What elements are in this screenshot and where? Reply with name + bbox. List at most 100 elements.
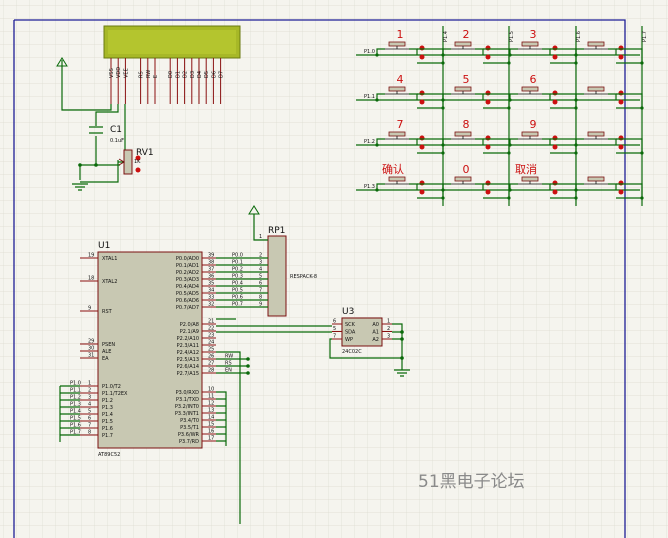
mcu-pin-label: P3.4/T0 — [180, 418, 199, 424]
lcd-pin-label: RW — [146, 70, 152, 78]
rp-pin-number: 8 — [259, 295, 262, 301]
eeprom-pin-number: 3 — [387, 334, 390, 340]
rp-pin-number: 7 — [259, 288, 262, 294]
mcu-pin-label: P1.4 — [102, 412, 113, 418]
mcu-pin-label: P2.2/A10 — [177, 336, 199, 342]
lcd-pin-label: D0 — [168, 71, 174, 78]
mcu-p1-nets: P1.0P1.1P1.2P1.3P1.4P1.5P1.6P1.7 — [59, 381, 81, 442]
mcu-pin-number: 11 — [208, 394, 214, 400]
keypad-key-terminal — [419, 45, 425, 51]
keypad-key-terminal — [485, 99, 491, 105]
eeprom-pin-number: 1 — [387, 319, 390, 325]
capacitor-c1[interactable]: C1 0.1uF — [89, 125, 124, 144]
lcd-pin-label: E — [153, 75, 159, 78]
mcu-ref: U1 — [98, 241, 110, 251]
mcu-pin-number: 19 — [88, 253, 94, 259]
keypad-key[interactable]: 6 — [508, 73, 578, 110]
keypad-key[interactable] — [574, 41, 644, 65]
eeprom-wiring — [216, 323, 410, 377]
keypad-key-terminal — [419, 144, 425, 150]
keypad-key[interactable] — [574, 86, 644, 110]
keypad-key-terminal — [618, 45, 624, 51]
keypad-key[interactable]: 取消 — [508, 162, 578, 200]
keypad-key-terminal — [485, 90, 491, 96]
keypad-key-label: 2 — [463, 28, 470, 41]
mcu-pin-label: P2.4/A12 — [177, 350, 199, 356]
keypad-key-label: 8 — [463, 118, 470, 131]
mcu-pin-number: 22 — [208, 326, 214, 332]
keypad-key[interactable] — [574, 131, 644, 155]
keypad-key-terminal — [618, 180, 624, 186]
rp-pin-number: 4 — [259, 267, 262, 273]
keypad-key-label: 确认 — [382, 163, 404, 176]
mcu-pin-label: P1.7 — [102, 433, 113, 439]
p0-net-label: P0.7 — [232, 302, 243, 308]
keypad-key[interactable]: 3 — [508, 28, 578, 65]
keypad-key-terminal — [618, 99, 624, 105]
keypad-key-terminal — [552, 45, 558, 51]
eeprom-pin-label: SCK — [345, 322, 356, 328]
mcu-pin-label: P1.2 — [102, 398, 113, 404]
p2-net-label: RW — [225, 354, 233, 360]
pot-ref: RV1 — [136, 148, 154, 158]
keypad-key-terminal — [552, 54, 558, 60]
rp-pin-number: 9 — [259, 302, 262, 308]
mcu-u1[interactable]: U1 AT89C52 — [97, 241, 203, 458]
keypad-key-label: 9 — [530, 118, 537, 131]
keypad-key-terminal — [552, 135, 558, 141]
mcu-pin-label: P2.0/A8 — [180, 322, 199, 328]
keypad-key[interactable]: 0 — [441, 163, 511, 200]
keypad-key-label: 7 — [397, 118, 404, 131]
mcu-pin-label: P3.1/TXD — [176, 397, 199, 403]
mcu-pin-number: 35 — [208, 281, 214, 287]
potentiometer-rv1[interactable]: RV1 1K — [118, 148, 154, 175]
keypad-key-label: 1 — [397, 28, 404, 41]
keypad-key-terminal — [419, 189, 425, 195]
p2-vertical-wire — [216, 318, 241, 524]
mcu-pin-number: 24 — [208, 340, 214, 346]
mcu-pin-label: P1.1/T2EX — [102, 391, 128, 397]
eeprom-u3[interactable]: U3 24C02C — [341, 307, 383, 355]
keypad-key[interactable] — [574, 176, 644, 200]
mcu-pin-label: P2.5/A13 — [177, 357, 199, 363]
p1-net-label: P1.1 — [70, 388, 81, 394]
p0-net-label: P0.2 — [232, 267, 243, 273]
keypad-key-label: 3 — [530, 28, 537, 41]
mcu-pin-number: 30 — [88, 346, 94, 352]
mcu-pin-label: P2.7/A15 — [177, 371, 199, 377]
p2-net-dot — [246, 357, 250, 361]
p2-net-dot — [246, 364, 250, 368]
lcd-display[interactable] — [103, 25, 241, 59]
keypad-key-terminal — [419, 99, 425, 105]
mcu-pin-number: 4 — [88, 402, 91, 408]
mcu-pin-label: P0.3/AD3 — [176, 277, 199, 283]
mcu-pin-label: P0.1/AD1 — [176, 263, 199, 269]
keypad-col-label: P1.5 — [509, 31, 515, 42]
resistor-pack-rp1[interactable]: RP1 RESPACK-8 1 — [248, 205, 317, 317]
keypad-key-terminal — [485, 180, 491, 186]
mcu-pin-number: 13 — [208, 408, 214, 414]
mcu-pin-label: P0.7/AD7 — [176, 305, 199, 311]
eeprom-pin-label: A0 — [372, 322, 379, 328]
rp-ref: RP1 — [268, 226, 285, 236]
mcu-pin-number: 21 — [208, 319, 214, 325]
mcu-left-pins: 19XTAL118XTAL29RST29PSEN30ALE31EA1P1.0/T… — [80, 253, 128, 439]
svg-text:1: 1 — [259, 234, 262, 240]
mcu-pin-number: 33 — [208, 295, 214, 301]
p0-net-label: P0.4 — [232, 281, 243, 287]
keypad-key-terminal — [552, 144, 558, 150]
eeprom-pin-number: 2 — [387, 326, 390, 332]
p0-net-label: P0.0 — [232, 253, 243, 259]
keypad-key-terminal — [552, 90, 558, 96]
watermark-text: 51黑电子论坛 — [418, 472, 525, 492]
eeprom-pin-number: 5 — [333, 326, 336, 332]
mcu-pin-number: 31 — [88, 353, 94, 359]
mcu-pin-number: 17 — [208, 436, 214, 442]
mcu-pin-label: RST — [102, 309, 113, 315]
mcu-pin-number: 18 — [88, 276, 94, 282]
keypad-key[interactable]: 确认 — [375, 163, 445, 200]
